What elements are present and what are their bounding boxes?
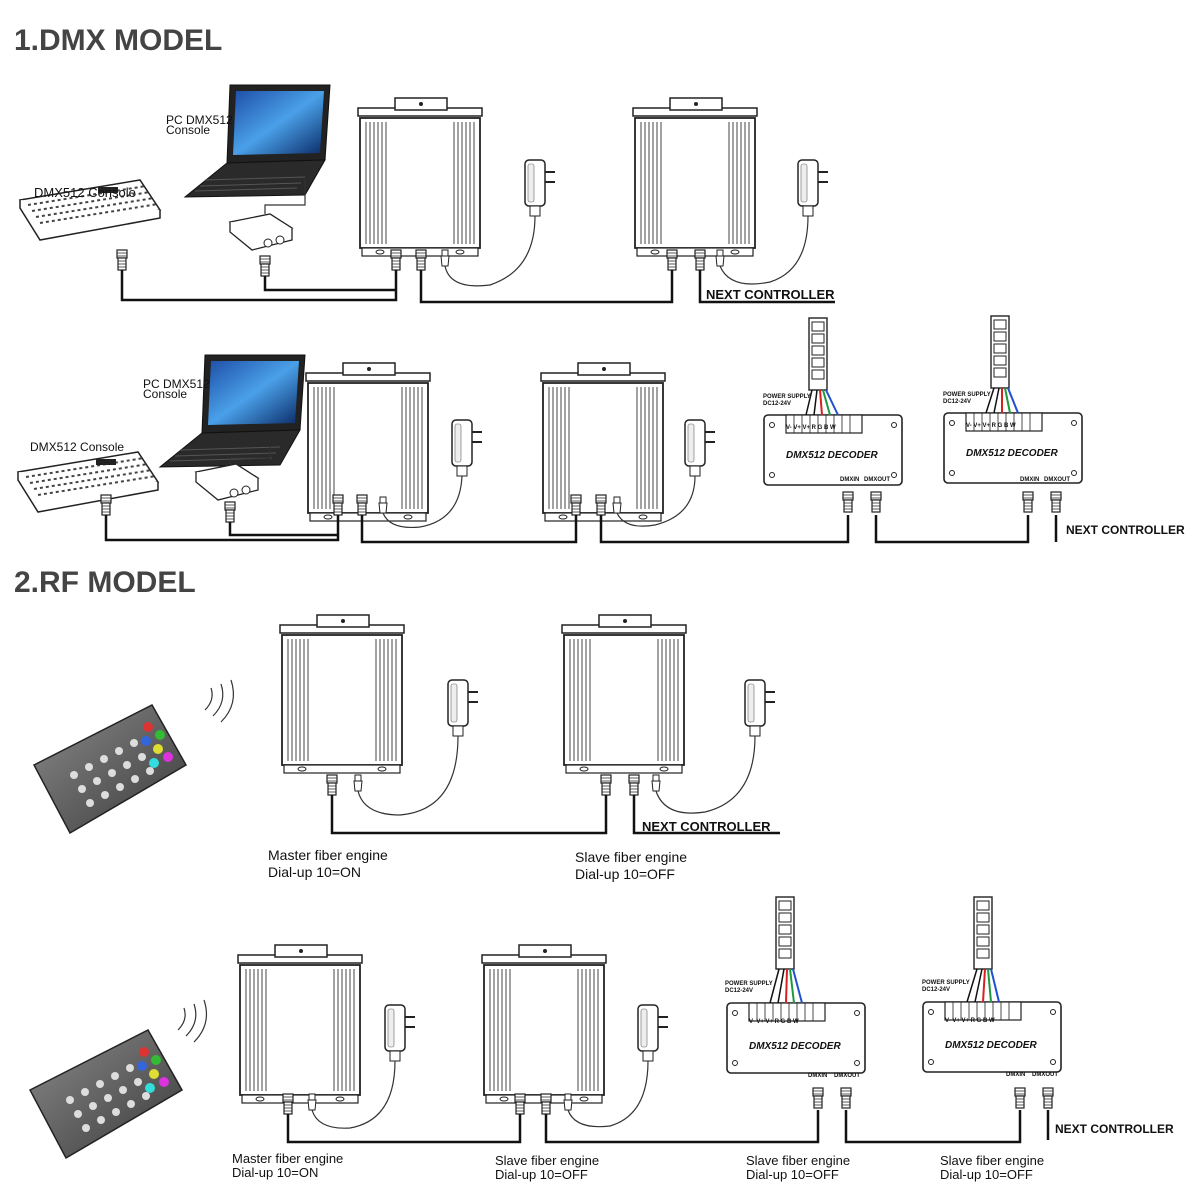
dmxout-label-row4-b: DMXOUT [1032,1072,1058,1078]
pc-console-label-row1-b: Console [166,123,210,137]
dmxin-label-row4-b: DMXIN [1006,1072,1025,1078]
slave-caption-row3-line2: Dial-up 10=OFF [575,866,675,882]
power-supply-voltage-row4-b: DC12-24V [922,987,950,993]
power-supply-voltage-row4-a: DC12-24V [725,988,753,994]
power-adapter-row1-a [524,159,556,217]
power-supply-label-row2-a: POWER SUPPLY [763,394,811,400]
power-supply-label-row4-b: POWER SUPPLY [922,980,970,986]
decoder-label-row2-b: DMX512 DECODER [966,448,1058,459]
dmxin-label-row2-b: DMXIN [1020,477,1039,483]
power-adapter-row3-a [447,679,479,737]
power-supply-label-row2-b: POWER SUPPLY [943,392,991,398]
led-module-row4-a [775,896,795,970]
usb-dmx-converter-row2 [195,463,259,501]
decoder-label-row4-a: DMX512 DECODER [749,1041,841,1052]
slave-caption-row4-b-line1: Slave fiber engine [746,1153,850,1168]
master-caption-row3-line2: Dial-up 10=ON [268,864,361,880]
next-controller-label-row3: NEXT CONTROLLER [642,819,771,834]
fiber-engine-row1-a [357,97,483,257]
rf-model-title: 2.RF MODEL [14,566,196,599]
power-adapter-row4-a [384,1004,416,1062]
terminal-labels-row4-a: V- V+ V+ R G B W [749,1019,799,1025]
radio-waves-row4 [177,999,208,1043]
power-adapter-row2-a [451,419,483,477]
laptop-row1 [184,84,331,198]
pc-console-label-row2-a: PC DMX512 [143,377,210,391]
pc-console-label-row2-b: Console [143,387,187,401]
radio-waves-row3 [204,679,235,723]
dmxout-label-row2-b: DMXOUT [1044,477,1070,483]
power-adapter-row1-b [797,159,829,217]
slave-caption-row4-c-line1: Slave fiber engine [940,1153,1044,1168]
next-controller-label-row4: NEXT CONTROLLER [1055,1122,1174,1136]
power-supply-voltage-row2-b: DC12-24V [943,399,971,405]
dmxout-label-row2-a: DMXOUT [864,477,890,483]
dmx-console-row2 [17,451,159,513]
power-adapter-row4-b [637,1004,669,1062]
dmxout-label-row4-a: DMXOUT [834,1073,860,1079]
power-adapter-row3-b [744,679,776,737]
fiber-engine-row1-b [632,97,758,257]
next-controller-label-row2: NEXT CONTROLLER [1066,523,1185,537]
terminal-labels-row2-a: V- V+ V+ R G B W [786,425,836,431]
next-controller-label-row1: NEXT CONTROLLER [706,287,835,302]
master-caption-row4-line1: Master fiber engine [232,1151,343,1166]
decoder-label-row2-a: DMX512 DECODER [786,450,878,461]
led-module-row4-b [973,896,993,970]
laptop-row2 [159,354,306,468]
decoder-label-row4-b: DMX512 DECODER [945,1040,1037,1051]
usb-dmx-converter-row1 [229,213,293,251]
pc-console-label-row1-a: PC DMX512 [166,113,233,127]
fiber-engine-slave-row4 [481,944,607,1104]
slave-caption-row3-line1: Slave fiber engine [575,849,687,865]
led-module-row2-b [990,315,1010,389]
master-caption-row3-line1: Master fiber engine [268,847,388,863]
dmx-model-title: 1.DMX MODEL [14,24,222,57]
fiber-engine-slave-row3 [561,614,687,774]
dmx-console-label-row2: DMX512 Console [30,440,124,454]
master-caption-row4-line2: Dial-up 10=ON [232,1165,318,1180]
power-supply-label-row4-a: POWER SUPPLY [725,981,773,987]
fiber-engine-master-row3 [279,614,405,774]
rf-remote-row4 [29,1029,183,1159]
slave-caption-row4-a-line2: Dial-up 10=OFF [495,1167,588,1182]
terminal-labels-row2-b: V- V+ V+ R G B W [966,423,1016,429]
fiber-engine-master-row4 [237,944,363,1104]
slave-caption-row4-c-line2: Dial-up 10=OFF [940,1167,1033,1182]
dmx512-decoder-row4-a [726,1002,866,1074]
dmxin-label-row2-a: DMXIN [840,477,859,483]
power-adapter-row2-b [684,419,716,477]
dmx-console-label-row1: DMX512 Console [34,185,136,200]
dmx512-decoder-row4-b [922,1001,1062,1073]
slave-caption-row4-a-line1: Slave fiber engine [495,1153,599,1168]
slave-caption-row4-b-line2: Dial-up 10=OFF [746,1167,839,1182]
fiber-engine-row2-a [305,362,431,522]
dmxin-label-row4-a: DMXIN [808,1073,827,1079]
led-module-row2-a [808,317,828,391]
rf-remote-row3 [33,704,187,834]
power-supply-voltage-row2-a: DC12-24V [763,401,791,407]
terminal-labels-row4-b: V- V+ V+ R G B W [945,1018,995,1024]
